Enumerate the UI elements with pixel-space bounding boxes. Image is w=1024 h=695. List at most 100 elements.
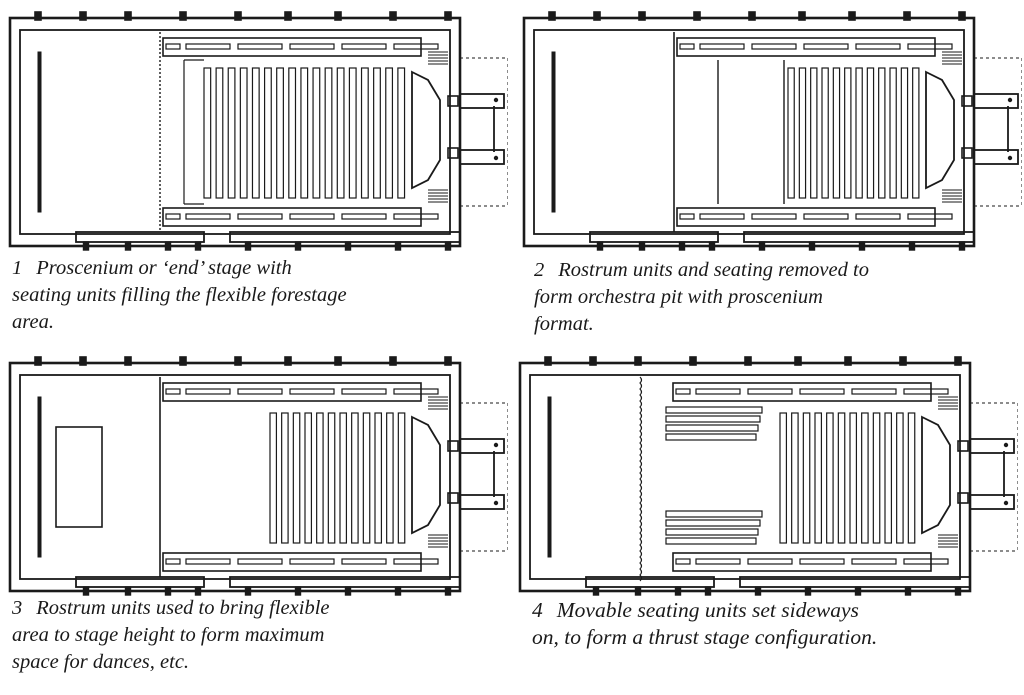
gallery-seat: [237, 388, 283, 395]
seating-row: [878, 67, 886, 199]
seating-row: [810, 67, 818, 199]
seating-row: [239, 67, 248, 199]
gallery-seat: [341, 388, 387, 395]
seating-row: [385, 67, 394, 199]
wall-buttress: [748, 11, 756, 21]
gallery-seat: [165, 558, 181, 565]
wall-buttress: [294, 586, 302, 596]
wall-buttress: [958, 11, 966, 21]
floor-plan-2: [522, 11, 1022, 251]
seating-row: [821, 67, 829, 199]
annex-post: [1007, 155, 1013, 161]
seating-row: [849, 412, 858, 544]
gallery-seat: [699, 213, 745, 220]
inner-wall: [19, 374, 451, 580]
wall-buttress: [244, 241, 252, 251]
gallery-seat: [341, 213, 387, 220]
seating-row: [203, 67, 212, 199]
gallery-seat: [907, 213, 953, 220]
wall-buttress: [844, 356, 852, 366]
seating-row: [269, 412, 278, 544]
inner-wall: [529, 374, 961, 580]
wall-buttress: [79, 356, 87, 366]
gallery-seat: [903, 388, 949, 395]
wall-buttress: [708, 241, 716, 251]
gallery-seat: [679, 43, 695, 50]
gallery-seat: [393, 43, 439, 50]
wall-buttress: [389, 11, 397, 21]
sideways-seating-unit: [665, 519, 761, 527]
rear-door: [961, 95, 973, 107]
rear-control-room: [411, 70, 441, 190]
gallery-seat: [393, 558, 439, 565]
seating-row: [263, 67, 272, 199]
wall-buttress: [854, 586, 862, 596]
stage-back-wall: [37, 51, 42, 213]
gallery-seat: [903, 558, 949, 565]
wall-buttress: [244, 586, 252, 596]
wall-buttress: [758, 241, 766, 251]
seating-row: [362, 412, 371, 544]
seating-row: [348, 67, 357, 199]
wall-buttress: [899, 356, 907, 366]
seating-row: [779, 412, 788, 544]
caption-line: on, to form a thrust stage configuration…: [532, 625, 878, 649]
wall-buttress: [389, 356, 397, 366]
seating-row: [907, 412, 916, 544]
sideways-seating-unit: [665, 537, 757, 545]
caption-line: Proscenium or ‘end’ stage with: [36, 257, 292, 279]
seating-row: [251, 67, 260, 199]
seating-row: [397, 67, 406, 199]
annex-post: [493, 442, 499, 448]
seating-row: [837, 412, 846, 544]
wall-buttress: [164, 586, 172, 596]
wall-buttress: [234, 356, 242, 366]
sideways-seating-unit: [665, 406, 763, 414]
wall-buttress: [444, 586, 452, 596]
caption-line: format.: [534, 313, 594, 335]
wall-buttress: [848, 11, 856, 21]
inner-wall: [533, 29, 965, 235]
wall-buttress: [164, 241, 172, 251]
annex-corridor: [459, 149, 505, 165]
caption-number: 3: [12, 597, 23, 619]
seating-row: [351, 412, 359, 544]
wall-buttress: [194, 241, 202, 251]
annex-post: [1007, 97, 1013, 103]
seating-row: [300, 67, 309, 199]
wall-buttress: [744, 356, 752, 366]
seating-row: [339, 412, 348, 544]
wall-buttress: [544, 356, 552, 366]
wall-buttress: [794, 356, 802, 366]
wall-buttress: [903, 11, 911, 21]
gallery-seat: [695, 388, 741, 395]
gallery-seat: [185, 213, 231, 220]
seating-row: [360, 67, 369, 199]
rear-control-room: [411, 415, 441, 535]
seating-row: [844, 67, 852, 199]
wall-buttress: [596, 241, 604, 251]
raised-platform: [55, 426, 103, 528]
gallery-seat: [185, 388, 231, 395]
lower-vestibule: [589, 231, 719, 243]
wall-buttress: [693, 11, 701, 21]
gallery-seat: [751, 213, 797, 220]
seating-row: [288, 67, 297, 199]
seating-row: [336, 67, 345, 199]
seating-row: [832, 67, 841, 199]
gallery-seat: [907, 43, 953, 50]
caption-line: form orchestra pit with proscenium: [534, 286, 823, 308]
seating-row: [791, 412, 799, 544]
wall-buttress: [444, 356, 452, 366]
wall-buttress: [808, 241, 816, 251]
wall-buttress: [592, 586, 600, 596]
seating-row: [884, 412, 893, 544]
gallery-seat: [165, 213, 181, 220]
wall-buttress: [124, 241, 132, 251]
seating-row: [855, 67, 863, 199]
rear-door: [961, 147, 973, 159]
seating-row: [787, 67, 795, 199]
